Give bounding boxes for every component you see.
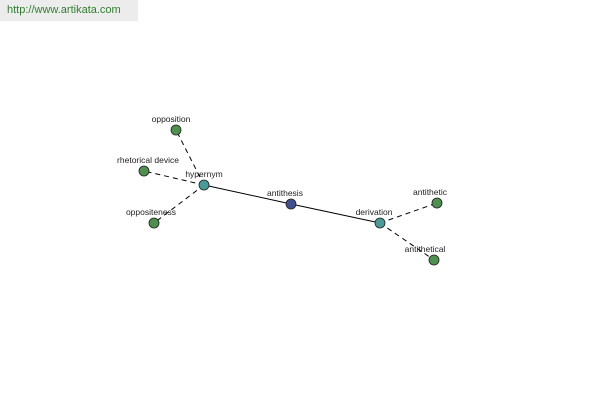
- node-antithetic[interactable]: [431, 197, 443, 209]
- edge-derivation-antithetical: [379, 222, 435, 261]
- labels-layer: antithesis hypernym derivation opposition rh…: [117, 114, 448, 254]
- node-label-antithetic[interactable]: antithetic: [413, 187, 448, 197]
- edges-layer: [143, 129, 438, 261]
- node-label-derivation[interactable]: derivation: [356, 207, 393, 217]
- node-label-oppositeness[interactable]: oppositeness: [126, 207, 176, 217]
- node-label-opposition[interactable]: opposition: [152, 114, 191, 124]
- node-antithesis[interactable]: [285, 198, 297, 210]
- source-url-banner[interactable]: http://www.artikata.com: [0, 0, 138, 21]
- node-rhetorical-device[interactable]: [138, 165, 150, 177]
- node-label-antithetical[interactable]: antithetical: [405, 244, 446, 254]
- edge-hypernym-opposition: [175, 129, 205, 186]
- edge-antithesis-hypernym: [203, 184, 292, 205]
- node-hypernym[interactable]: [198, 179, 210, 191]
- node-label-hypernym[interactable]: hypernym: [185, 169, 222, 179]
- edge-hypernym-oppositeness: [153, 184, 205, 224]
- node-oppositeness[interactable]: [148, 217, 160, 229]
- node-antithetical[interactable]: [428, 254, 440, 266]
- node-label-antithesis[interactable]: antithesis: [267, 188, 303, 198]
- edge-hypernym-rhetorical-device: [143, 170, 205, 186]
- node-derivation[interactable]: [374, 217, 386, 229]
- nodes-layer: [138, 124, 443, 266]
- node-label-rhetorical-device[interactable]: rhetorical device: [117, 155, 179, 165]
- node-opposition[interactable]: [170, 124, 182, 136]
- edge-antithesis-derivation: [290, 203, 381, 224]
- edge-derivation-antithetic: [379, 202, 438, 224]
